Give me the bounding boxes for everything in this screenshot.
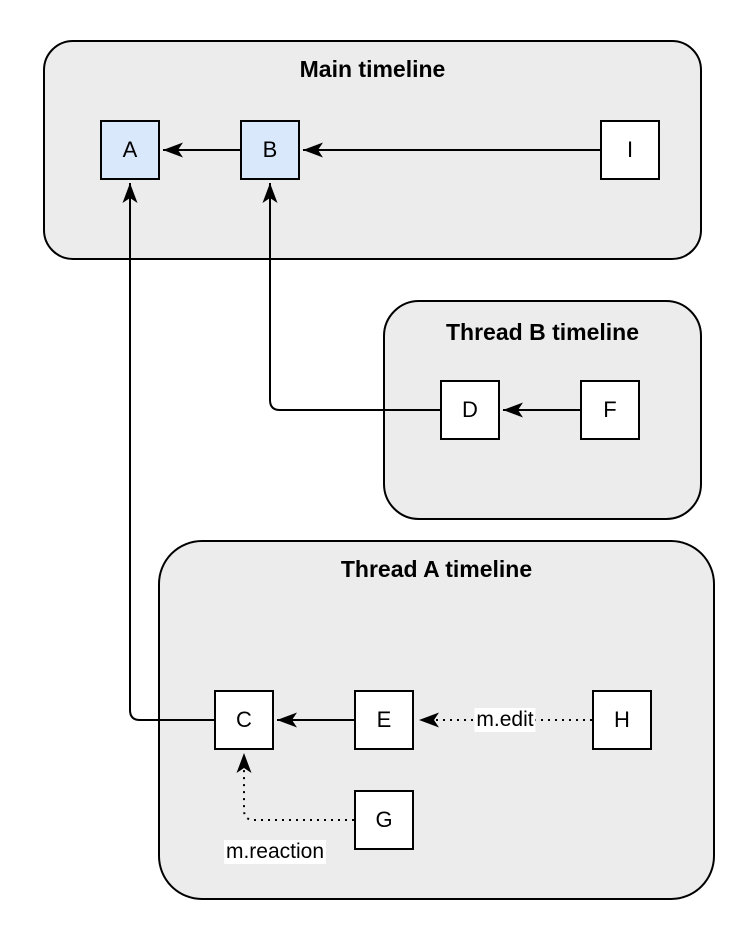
node-label-I: I	[626, 137, 634, 162]
node-event-B: B	[240, 120, 300, 180]
node-label-D: D	[462, 397, 478, 422]
thread-a-timeline-title: Thread A timeline	[340, 556, 533, 582]
node-event-G: G	[354, 790, 414, 850]
node-event-C: C	[214, 690, 274, 750]
node-label-G: G	[375, 807, 393, 832]
node-event-A: A	[100, 120, 160, 180]
container-thread-b-timeline: Thread B timeline	[383, 300, 702, 520]
thread-b-timeline-title: Thread B timeline	[446, 319, 639, 345]
node-label-E: E	[376, 707, 392, 732]
main-timeline-title: Main timeline	[299, 56, 446, 82]
node-label-B: B	[262, 137, 278, 162]
node-event-I: I	[600, 120, 660, 180]
node-event-E: E	[354, 690, 414, 750]
edge-label-m-edit: m.edit	[474, 708, 536, 732]
node-label-H: H	[614, 707, 630, 732]
node-label-A: A	[122, 137, 138, 162]
node-label-F: F	[603, 397, 617, 422]
node-event-D: D	[440, 380, 500, 440]
node-event-F: F	[580, 380, 640, 440]
node-event-H: H	[592, 690, 652, 750]
edge-label-m-reaction: m.reaction	[223, 840, 327, 864]
node-label-C: C	[236, 707, 252, 732]
